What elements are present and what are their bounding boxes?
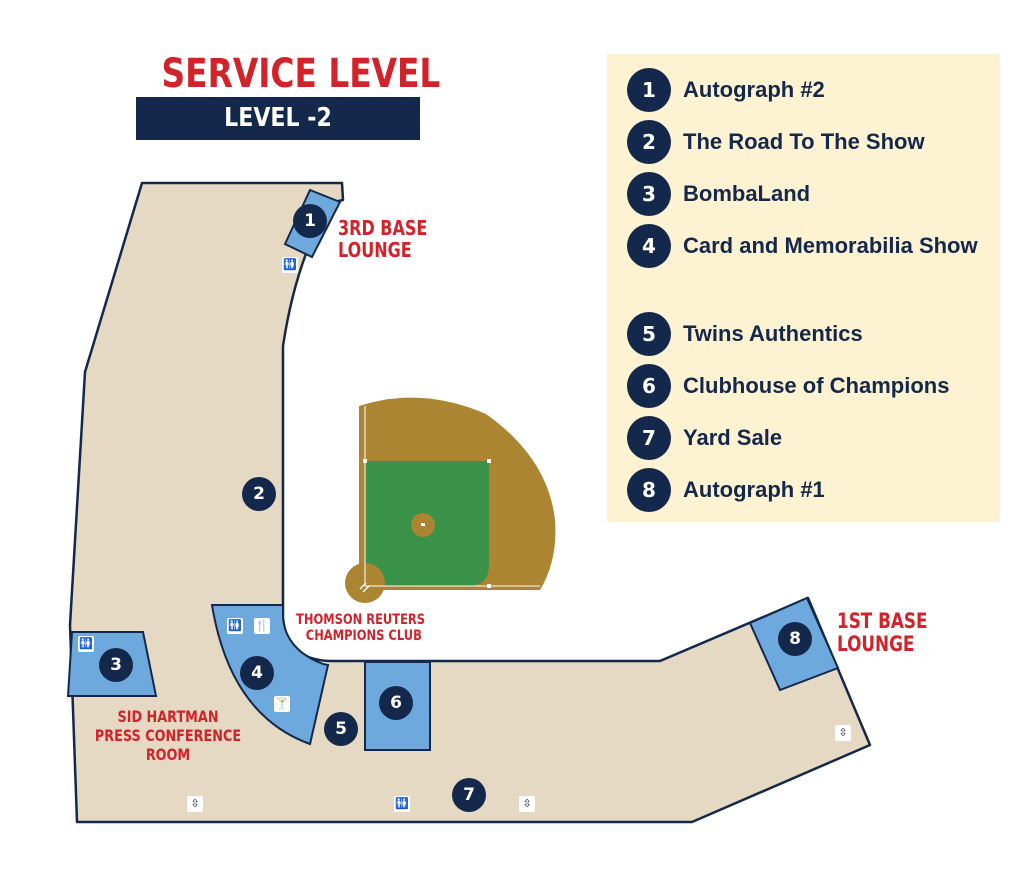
legend-number: 2 <box>627 120 671 164</box>
map-title: SERVICE LEVEL <box>161 51 441 97</box>
map-marker-6[interactable]: 6 <box>379 686 413 720</box>
legend-label: Yard Sale <box>683 425 783 450</box>
legend-item: 4 Card and Memorabilia Show <box>627 224 983 268</box>
legend-label: Clubhouse of Champions <box>683 373 950 398</box>
legend-item: 6 Clubhouse of Champions <box>627 364 983 408</box>
label-line: SID HARTMAN <box>117 707 219 726</box>
map-marker-3[interactable]: 3 <box>99 648 133 682</box>
label-line: 1ST BASE <box>837 609 928 633</box>
press-room-label: SID HARTMAN PRESS CONFERENCE ROOM <box>76 707 260 764</box>
elevator-icon: ⇳ <box>835 725 851 741</box>
map-marker-2[interactable]: 2 <box>242 477 276 511</box>
legend-label: Autograph #1 <box>683 477 825 502</box>
baseball-field <box>345 397 556 603</box>
elevator-icon: ⇳ <box>187 796 203 812</box>
map-marker-4[interactable]: 4 <box>240 656 274 690</box>
legend-number: 7 <box>627 416 671 460</box>
restroom-icon: 🚻 <box>282 257 298 273</box>
label-line: LOUNGE <box>837 632 915 656</box>
first-base-lounge-label: 1ST BASE LOUNGE <box>837 610 927 656</box>
room-clubhouse[interactable] <box>364 661 431 751</box>
restroom-icon: 🚻 <box>227 618 243 634</box>
legend-item: 7 Yard Sale <box>627 416 983 460</box>
map-marker-7[interactable]: 7 <box>452 778 486 812</box>
third-base-lounge-label: 3RD BASE LOUNGE <box>338 217 427 261</box>
legend-item: 5 Twins Authentics <box>627 312 983 356</box>
legend-number: 5 <box>627 312 671 356</box>
restroom-icon: 🚻 <box>78 636 94 652</box>
label-line: CHAMPIONS CLUB <box>305 628 422 644</box>
elevator-icon: ⇳ <box>519 796 535 812</box>
legend-label: The Road To The Show <box>683 129 925 154</box>
champions-club-label: THOMSON REUTERS CHAMPIONS CLUB <box>296 612 425 644</box>
legend-number: 1 <box>627 68 671 112</box>
legend-label: Autograph #2 <box>683 77 825 102</box>
legend-number: 4 <box>627 224 671 268</box>
label-line: PRESS CONFERENCE <box>94 726 242 745</box>
legend-label: Card and Memorabilia Show <box>683 233 978 258</box>
cocktail-icon: 🍸 <box>274 696 290 712</box>
legend-label: Twins Authentics <box>683 321 863 346</box>
restroom-icon: 🚻 <box>394 796 410 812</box>
map-marker-8[interactable]: 8 <box>778 622 812 656</box>
legend-number: 3 <box>627 172 671 216</box>
label-line: ROOM <box>145 745 191 764</box>
map-marker-1[interactable]: 1 <box>293 204 327 238</box>
legend-panel: 1 Autograph #2 2 The Road To The Show 3 … <box>607 54 1000 522</box>
level-banner <box>136 97 420 140</box>
legend-item: 3 BombaLand <box>627 172 983 216</box>
legend-item: 2 The Road To The Show <box>627 120 983 164</box>
legend-item: 1 Autograph #2 <box>627 68 983 112</box>
map-marker-5[interactable]: 5 <box>324 712 358 746</box>
legend-item: 8 Autograph #1 <box>627 468 983 512</box>
level-subtitle: LEVEL -2 <box>224 103 332 133</box>
legend-number: 8 <box>627 468 671 512</box>
label-line: 3RD BASE <box>338 216 428 240</box>
dining-icon: 🍴 <box>254 618 270 634</box>
label-line: THOMSON REUTERS <box>296 612 426 628</box>
label-line: LOUNGE <box>338 238 412 262</box>
legend-number: 6 <box>627 364 671 408</box>
legend-label: BombaLand <box>683 181 811 206</box>
